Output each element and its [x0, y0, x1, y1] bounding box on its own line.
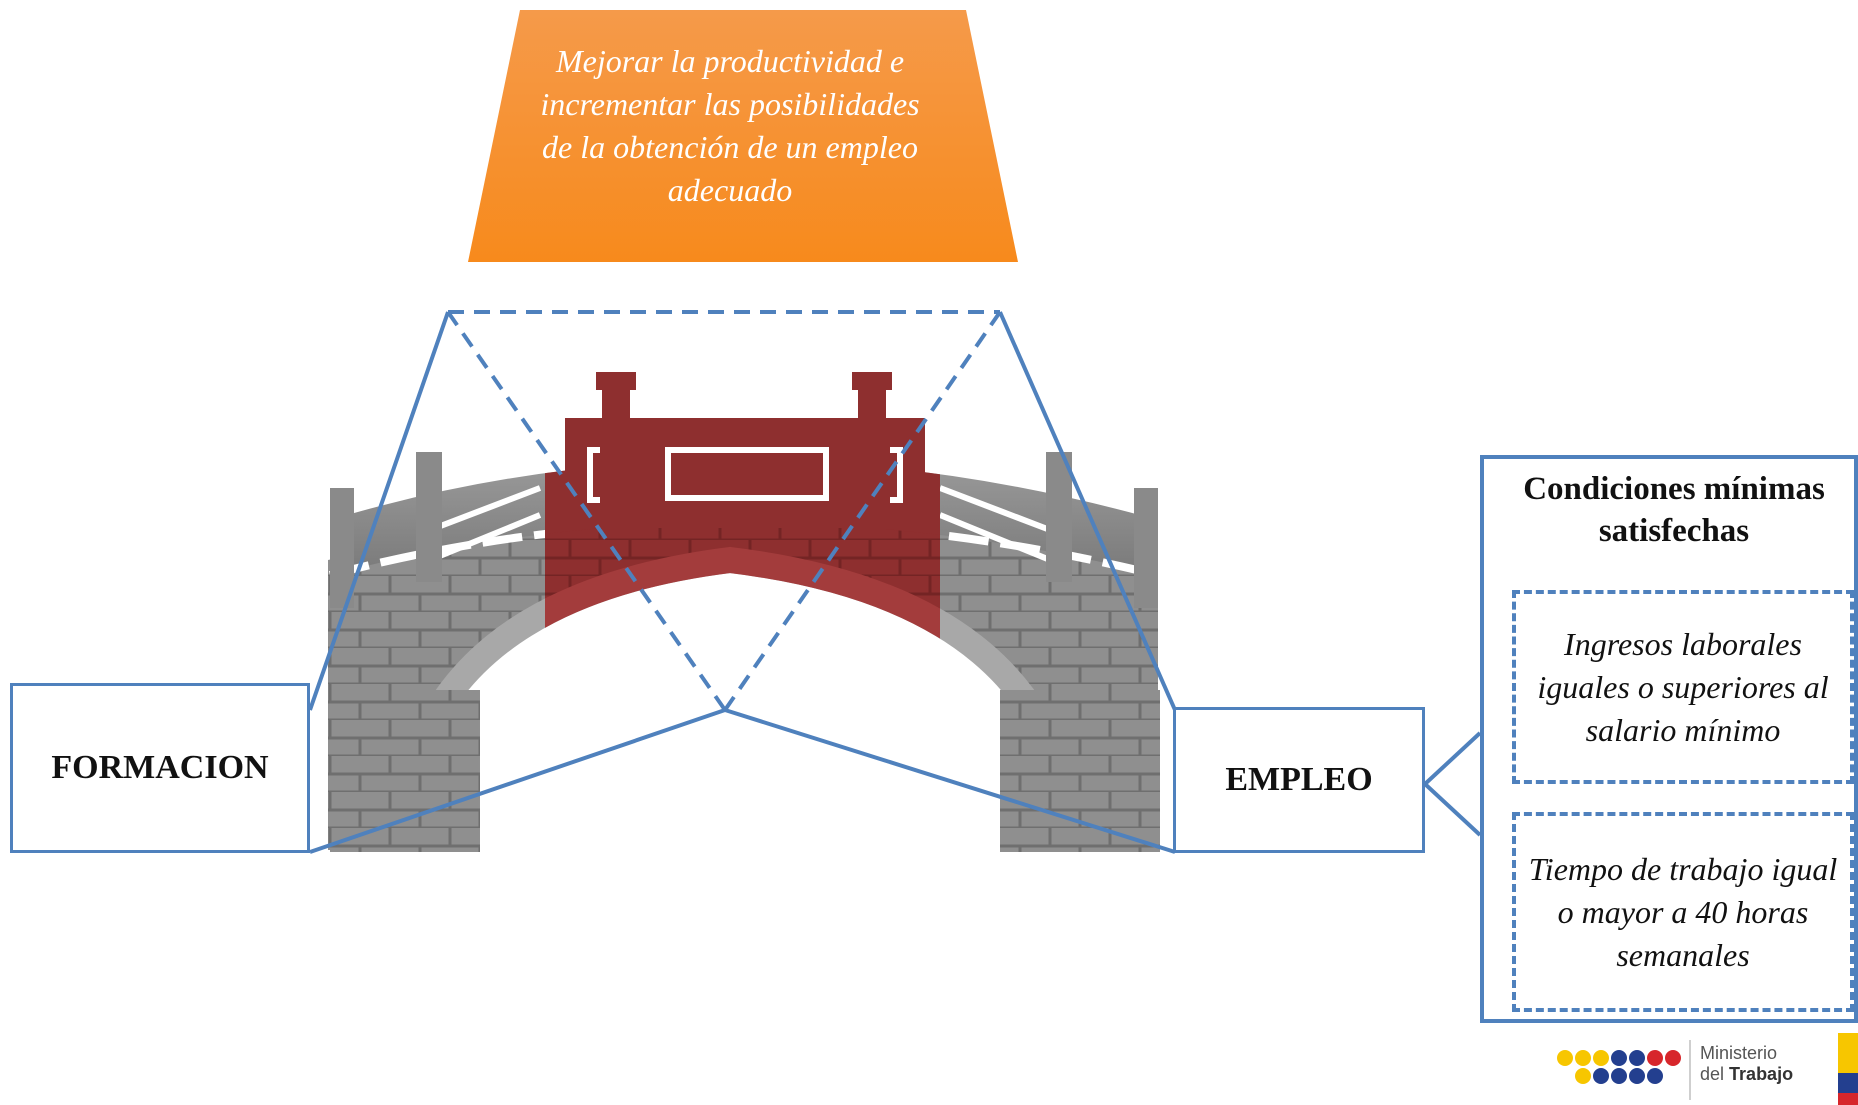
conditions-title: Condiciones mínimas satisfechas — [1523, 471, 1825, 549]
condition-item-hours: Tiempo de trabajo igual o mayor a 40 hor… — [1512, 812, 1854, 1012]
goal-banner-text: Mejorar la productividad e incrementar l… — [540, 43, 920, 208]
logo-line1: Ministerio — [1700, 1043, 1778, 1063]
connector-lines — [308, 311, 1482, 854]
empleo-label: EMPLEO — [1225, 761, 1373, 798]
formacion-label: FORMACION — [51, 749, 269, 786]
bridge-illustration — [328, 372, 1160, 852]
dashed-funnel — [446, 310, 1002, 712]
logo-line2: del Trabajo — [1700, 1064, 1794, 1084]
formacion-box: FORMACION — [10, 683, 310, 853]
conditions-panel — [1480, 455, 1858, 1023]
ministerio-logo-text: Ministerio del Trabajo — [1700, 1043, 1820, 1085]
flag-stripes — [1838, 1033, 1858, 1105]
empleo-box: EMPLEO — [1173, 707, 1425, 853]
ministerio-logo-dots — [1557, 1040, 1691, 1100]
goal-banner-shape — [468, 10, 1018, 262]
condition-item-income: Ingresos laborales iguales o superiores … — [1512, 590, 1854, 784]
